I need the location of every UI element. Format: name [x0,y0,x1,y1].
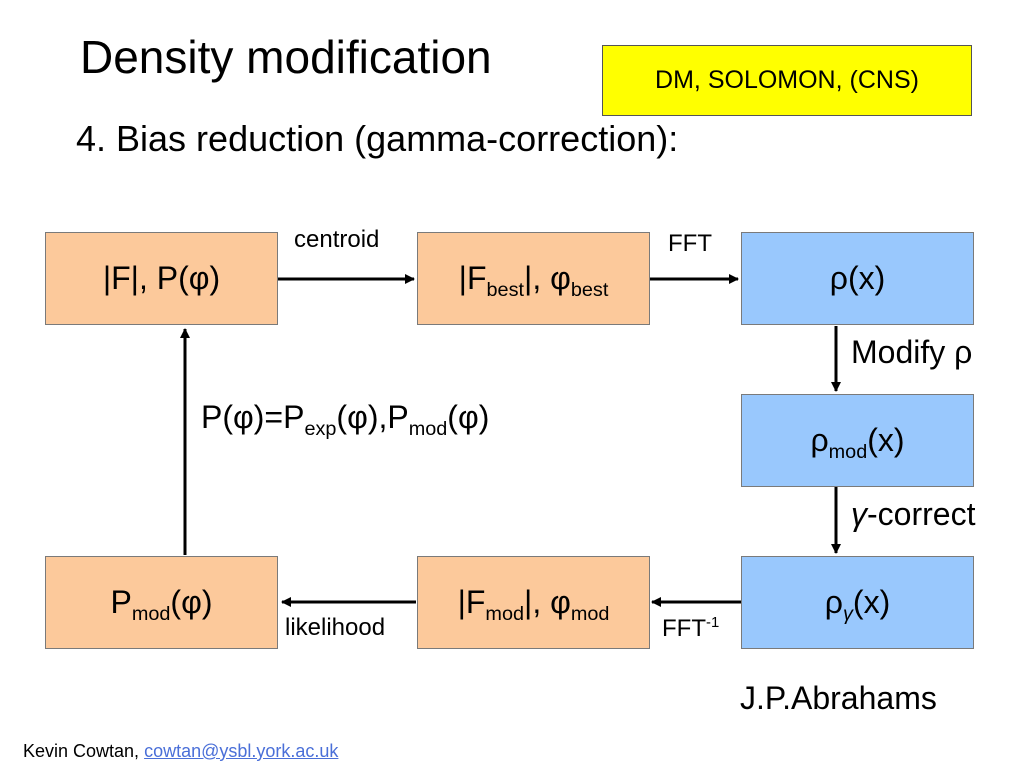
box-rho-mod: ρmod(x) [741,394,974,487]
box-f-mod-label: |Fmod|, φmod [457,584,610,625]
footer-name: Kevin Cowtan, [23,741,140,761]
software-badge-text: DM, SOLOMON, (CNS) [655,66,919,94]
box-f-best: |Fbest|, φbest [417,232,650,325]
slide-title: Density modification [80,31,492,83]
box-p-mod: Pmod(φ) [45,556,278,649]
box-rho: ρ(x) [741,232,974,325]
box-p-mod-label: Pmod(φ) [110,584,213,625]
footer-email-link[interactable]: cowtan@ysbl.york.ac.uk [144,741,339,761]
box-rho-mod-label: ρmod(x) [810,422,905,463]
label-gamma-correct: γ-correct [851,496,976,532]
box-rho-gamma: ργ(x) [741,556,974,649]
box-amplitudes-phase-prob-label: |F|, P(φ) [102,260,221,296]
software-badge: DM, SOLOMON, (CNS) [602,45,972,116]
box-rho-label: ρ(x) [829,260,886,296]
label-fft-inverse: FFT-1 [662,615,720,642]
footer: Kevin Cowtan, cowtan@ysbl.york.ac.uk [23,741,338,762]
author-credit: J.P.Abrahams [740,680,937,716]
box-f-best-label: |Fbest|, φbest [458,260,609,301]
slide-subtitle: 4. Bias reduction (gamma-correction): [76,118,679,159]
label-modify-rho: Modify ρ [851,334,973,370]
box-amplitudes-phase-prob: |F|, P(φ) [45,232,278,325]
label-centroid: centroid [294,226,380,253]
label-likelihood: likelihood [285,614,386,641]
label-fft: FFT [668,230,712,257]
box-rho-gamma-label: ργ(x) [824,584,891,625]
probability-formula: P(φ)=Pexp(φ),Pmod(φ) [201,399,490,440]
box-f-mod: |Fmod|, φmod [417,556,650,649]
